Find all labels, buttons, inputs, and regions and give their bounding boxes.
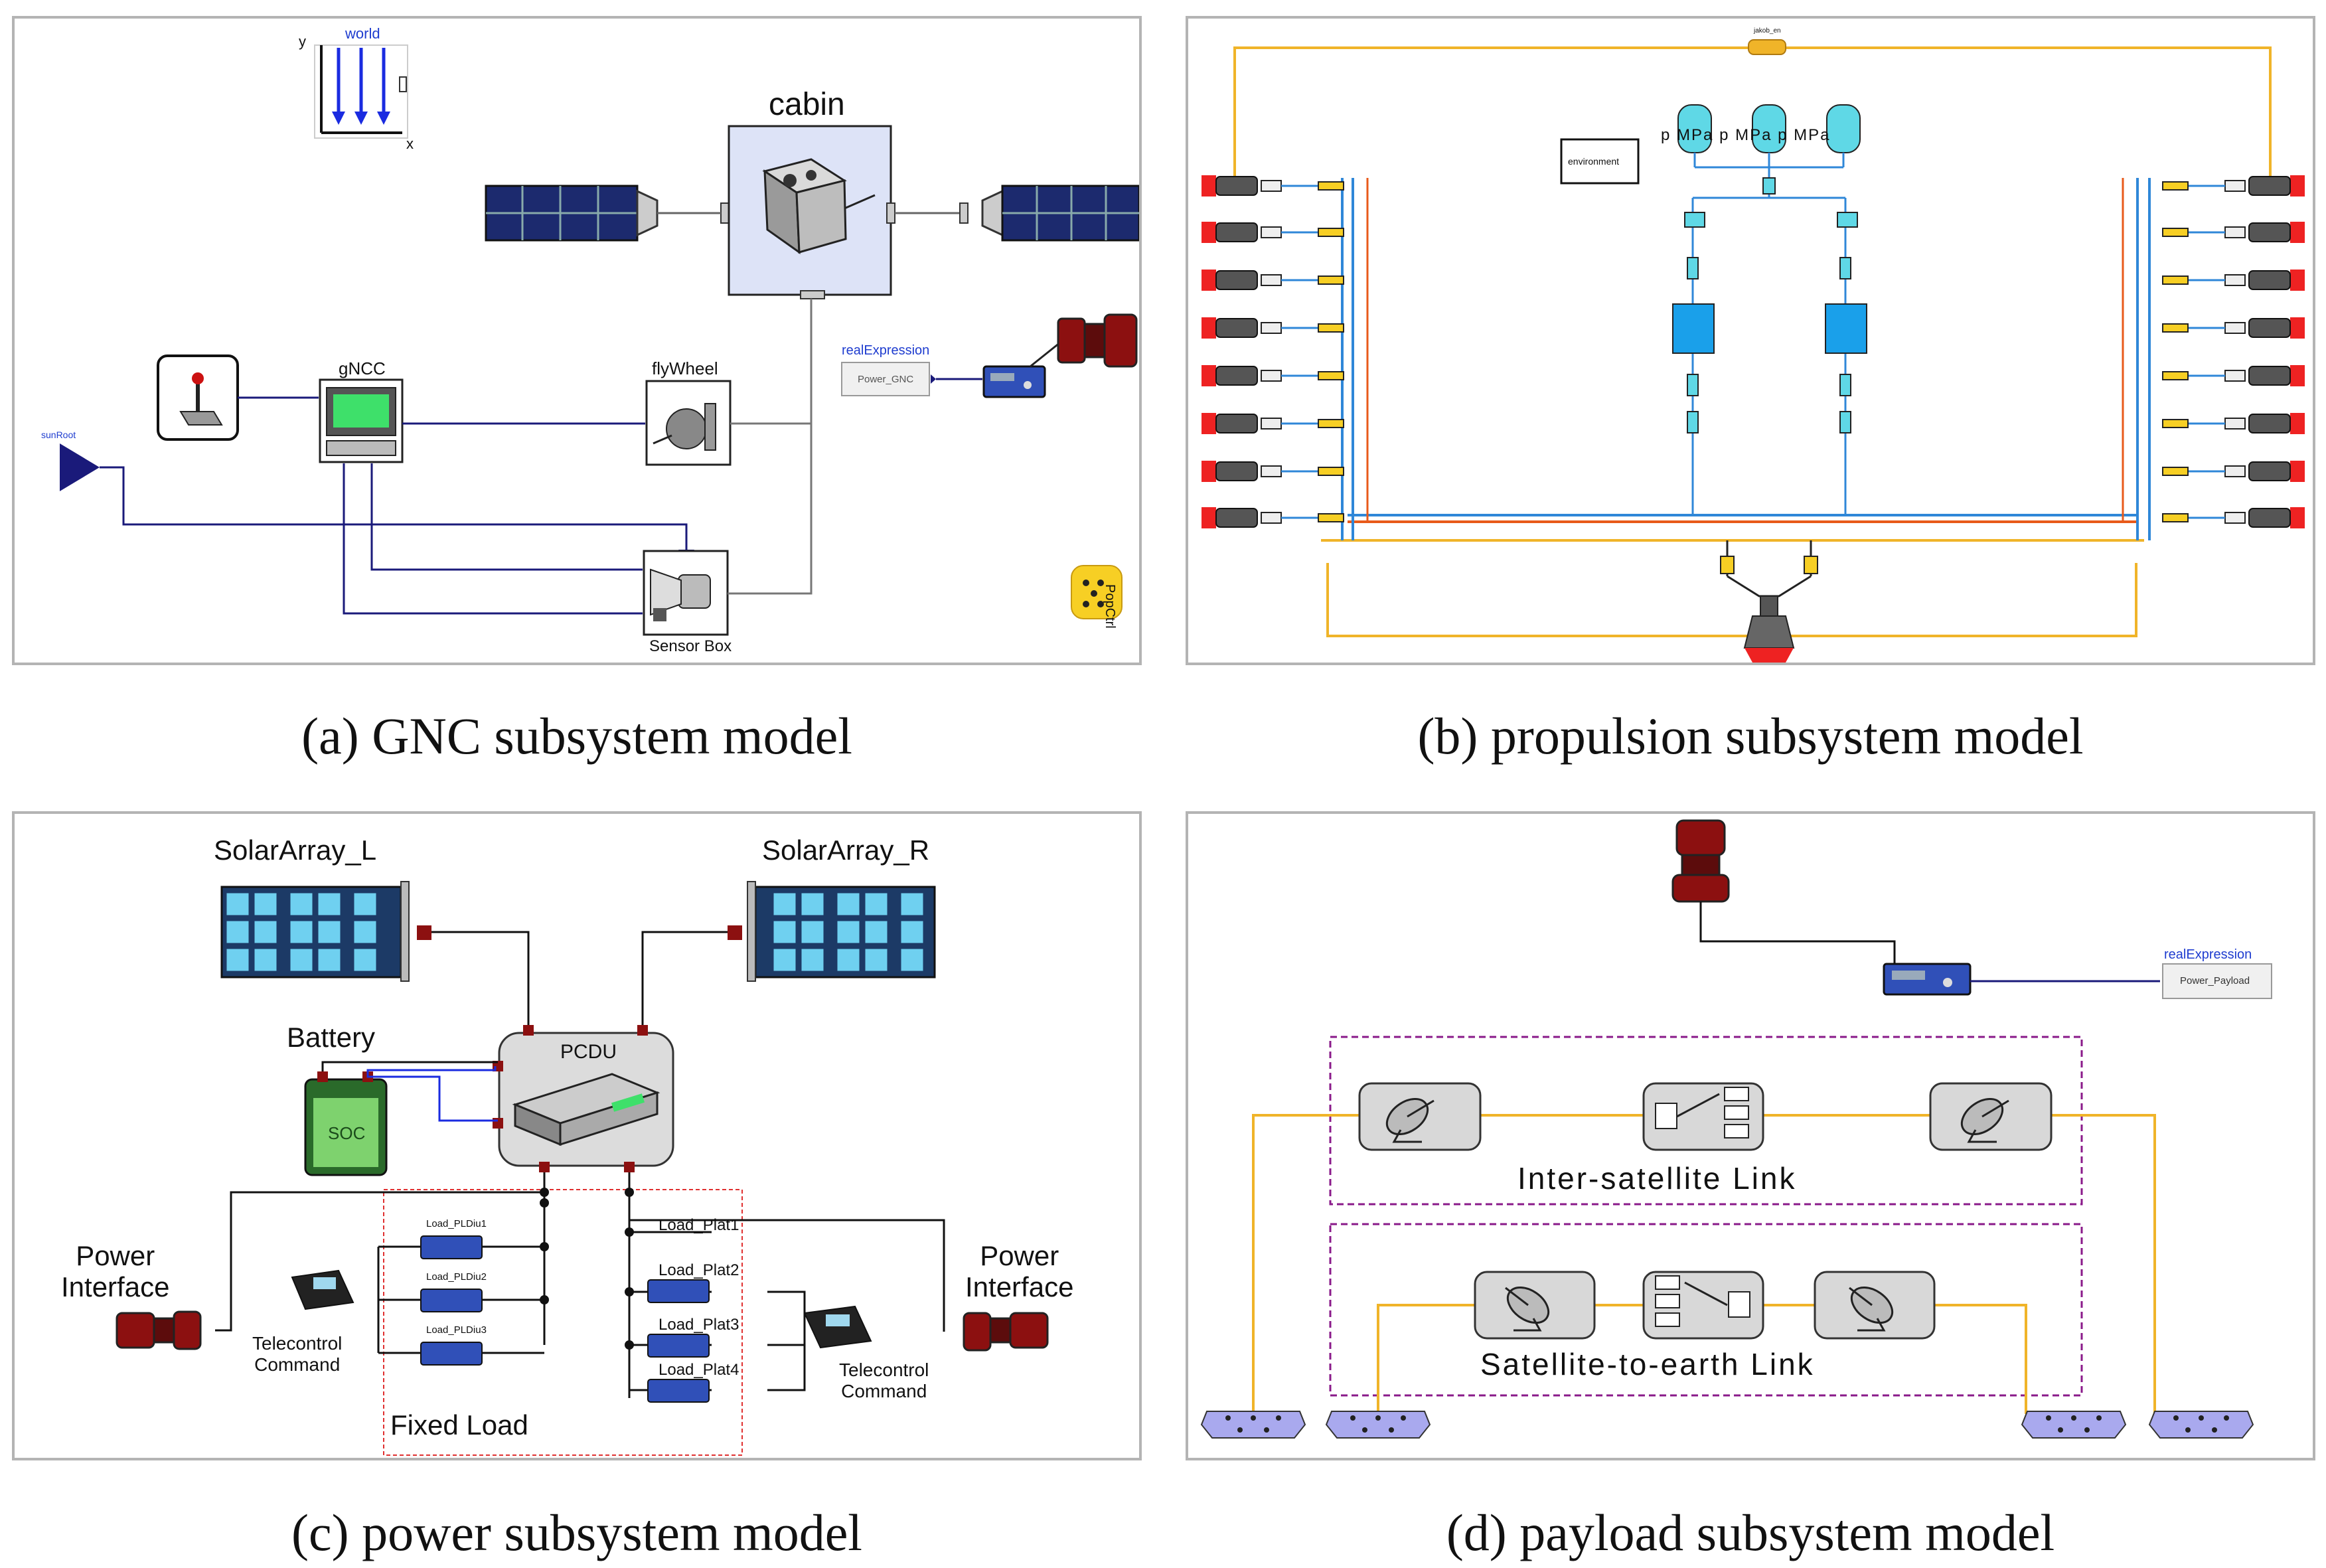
top-port-icon[interactable] <box>1748 39 1786 55</box>
satellite-to-earth-link-label: Satellite-to-earth Link <box>1480 1347 1815 1381</box>
pop-ctrl-icon[interactable] <box>1071 565 1123 619</box>
soc-label: SOC <box>328 1123 366 1143</box>
real-expression-gnc-block[interactable] <box>841 362 936 396</box>
feed-line-left[interactable] <box>1672 198 1715 515</box>
real-expression-gnc-label: realExpression <box>842 343 930 358</box>
inter-antenna-left-icon[interactable] <box>1358 1082 1482 1151</box>
battery-label: Battery <box>287 1022 376 1053</box>
load-pldiu2-label: Load_PLDiu2 <box>426 1271 487 1283</box>
fixed-load-group[interactable] <box>383 1189 743 1456</box>
fixed-load-label: Fixed Load <box>390 1409 528 1441</box>
payload-connectors[interactable] <box>1200 1411 2254 1439</box>
cabin-label: cabin <box>769 87 845 122</box>
thruster-gnc-icon[interactable] <box>1057 313 1138 368</box>
environment-block[interactable] <box>1560 138 1640 185</box>
caption-d: (d) payload subsystem model <box>1446 1504 2055 1561</box>
power-payload-label: Power_Payload <box>2180 975 2250 986</box>
caption-b: (b) propulsion subsystem model <box>1417 707 2084 765</box>
payload-diagram <box>1200 819 2272 1439</box>
inter-satellite-group[interactable] <box>1329 1036 2083 1206</box>
gncc-block[interactable] <box>319 378 404 463</box>
solar-array-right-icon[interactable] <box>728 881 936 982</box>
pop-ctrl-label: PopCtrl <box>1103 584 1117 629</box>
panel-gnc: world y x cabin gNCC flyWheel Sensor Box… <box>12 16 1142 665</box>
axis-x-label: x <box>406 135 414 152</box>
joystick-icon[interactable] <box>157 354 239 441</box>
solar-array-right-label: SolarArray_R <box>762 834 930 866</box>
fixed-loads-left[interactable] <box>377 1188 549 1366</box>
earth-antenna-right-icon[interactable] <box>1814 1271 1936 1340</box>
sensor-box-label: Sensor Box <box>649 637 732 655</box>
panel-payload: realExpression Power_Payload Inter-satel… <box>1186 811 2315 1460</box>
load-plat3-label: Load_Plat3 <box>659 1316 739 1334</box>
power-diagram <box>116 881 1049 1456</box>
inter-satellite-link-label: Inter-satellite Link <box>1517 1161 1797 1196</box>
payload-power-source-icon[interactable] <box>1671 819 1730 903</box>
pcdu-label: PCDU <box>560 1041 617 1063</box>
load-plat4-label: Load_Plat4 <box>659 1361 739 1379</box>
right-thruster-bank[interactable] <box>2162 175 2305 528</box>
load-pldiu3-label: Load_PLDiu3 <box>426 1324 487 1336</box>
real-expression-payload-block[interactable] <box>2162 963 2272 999</box>
left-thruster-bank[interactable] <box>1202 175 1344 528</box>
gnc-diagram <box>60 44 1139 636</box>
load-plat1-label: Load_Plat1 <box>659 1216 739 1234</box>
solar-panel-right-icon[interactable] <box>959 185 1139 242</box>
flywheel-block[interactable] <box>645 380 732 466</box>
tank-sensor-labels: p MPa p MPa p MPa <box>1661 126 1831 144</box>
telecontrol-right-icon[interactable] <box>803 1305 872 1349</box>
solar-panel-left-icon[interactable] <box>485 185 730 242</box>
caption-a: (a) GNC subsystem model <box>301 707 852 765</box>
real-expression-payload-label: realExpression <box>2164 947 2252 962</box>
inter-router-icon[interactable] <box>1642 1082 1764 1151</box>
power-interface-right-icon[interactable] <box>963 1312 1049 1352</box>
propulsion-diagram <box>1202 39 2305 663</box>
power-unit-gnc-icon[interactable] <box>982 365 1046 398</box>
world-frame-icon[interactable] <box>314 44 408 139</box>
caption-c: (c) power subsystem model <box>291 1504 862 1561</box>
fixed-loads-right[interactable] <box>625 1188 806 1403</box>
top-port-label: jakob_en <box>1754 27 1781 35</box>
earth-link-group[interactable] <box>1329 1223 2083 1397</box>
panel-power: SolarArray_L SolarArray_R Battery SOC PC… <box>12 811 1142 1460</box>
payload-power-unit-icon[interactable] <box>1883 963 1972 996</box>
earth-antenna-left-icon[interactable] <box>1474 1271 1596 1340</box>
environment-label: environment <box>1568 156 1620 167</box>
panel-propulsion: environment jakob_en p MPa p MPa p MPa <box>1186 16 2315 665</box>
sensor-box-block[interactable] <box>643 550 729 636</box>
solar-array-left-icon[interactable] <box>220 881 431 982</box>
solar-array-left-label: SolarArray_L <box>214 834 377 866</box>
flywheel-label: flyWheel <box>652 358 718 378</box>
battery-block[interactable] <box>304 1071 388 1176</box>
sun-root-label: sunRoot <box>41 430 76 440</box>
sun-root-icon[interactable] <box>60 443 100 491</box>
main-engine-icon[interactable] <box>1720 540 1818 663</box>
cabin-block[interactable] <box>728 125 895 299</box>
axis-y-label: y <box>299 33 306 50</box>
telecontrol-left-icon[interactable] <box>291 1269 354 1310</box>
earth-router-icon[interactable] <box>1642 1271 1764 1340</box>
power-gnc-label: Power_GNC <box>858 374 914 385</box>
gncc-label: gNCC <box>339 358 386 378</box>
world-label: world <box>345 25 380 42</box>
power-interface-left-icon[interactable] <box>116 1310 202 1350</box>
load-plat2-label: Load_Plat2 <box>659 1261 739 1279</box>
inter-antenna-right-icon[interactable] <box>1929 1082 2053 1151</box>
pcdu-block[interactable] <box>493 1025 674 1172</box>
feed-line-right[interactable] <box>1825 198 1867 515</box>
load-pldiu1-label: Load_PLDiu1 <box>426 1218 487 1229</box>
